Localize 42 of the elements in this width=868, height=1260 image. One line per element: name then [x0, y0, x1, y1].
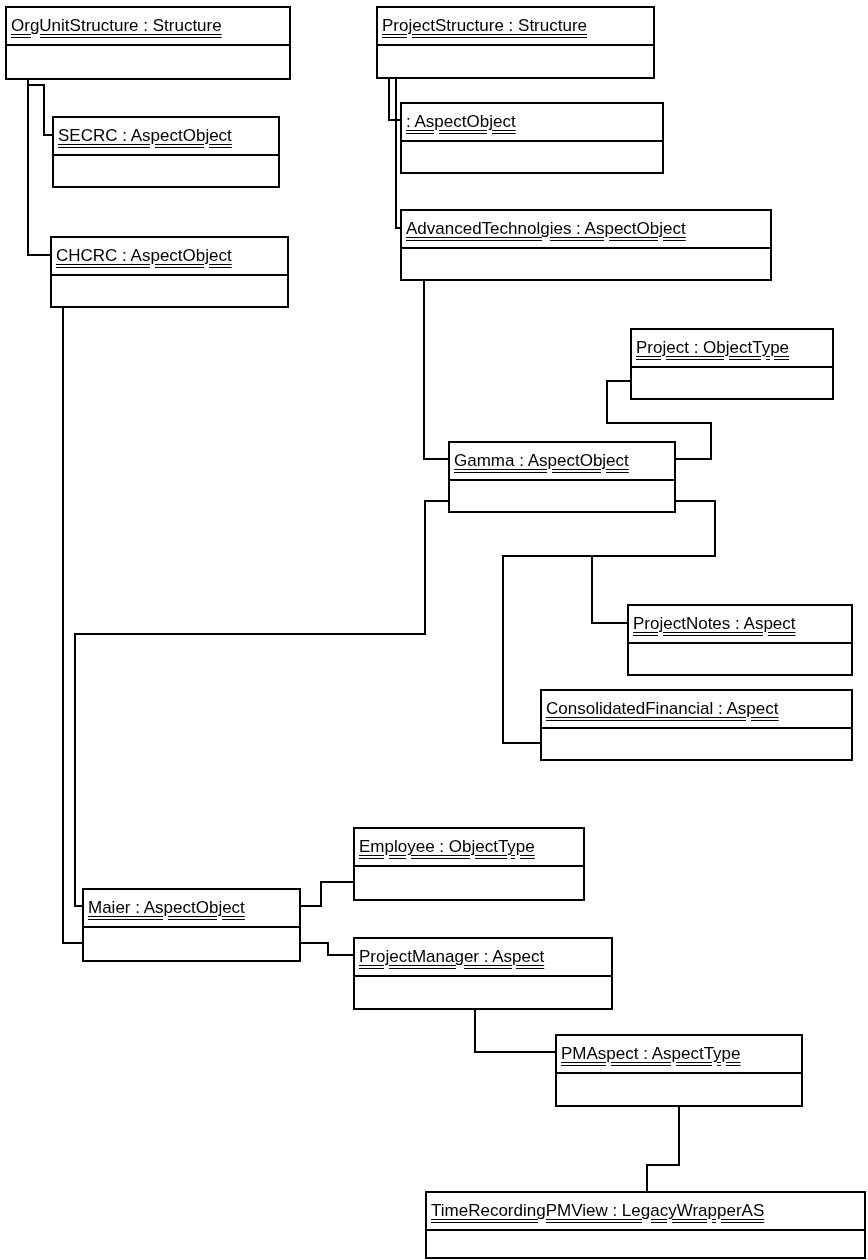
object-name: CHCRC : AspectObject — [56, 246, 232, 266]
connector-line — [474, 1009, 556, 1053]
object-name: ProjectStructure : Structure — [382, 16, 588, 36]
object-name: ConsolidatedFinancial : Aspect — [546, 699, 779, 719]
object-box — [540, 689, 853, 761]
connector-line — [388, 78, 401, 121]
object-box — [52, 116, 280, 188]
object-box — [353, 827, 585, 901]
object-box — [5, 6, 291, 80]
connector-line — [502, 500, 716, 744]
connector-line — [27, 79, 51, 256]
object-name: Maier : AspectObject — [88, 898, 245, 918]
object-box — [448, 441, 676, 513]
object-box — [353, 937, 613, 1010]
connector-line — [74, 500, 449, 907]
object-name: SECRC : AspectObject — [58, 126, 232, 146]
object-box — [627, 604, 853, 676]
object-name: ProjectNotes : Aspect — [633, 614, 796, 634]
object-box — [82, 888, 301, 962]
connector-line — [606, 380, 712, 460]
object-name: TimeRecordingPMView : LegacyWrapperAS — [431, 1201, 765, 1221]
connector-line — [300, 942, 354, 956]
object-name: ProjectManager : Aspect — [359, 947, 545, 967]
connector-line — [395, 78, 401, 229]
object-box — [400, 102, 664, 174]
object-box — [400, 209, 772, 281]
connector-line — [423, 280, 449, 460]
connector-line — [300, 881, 354, 907]
object-name: PMAspect : AspectType — [561, 1044, 741, 1064]
object-name: Gamma : AspectObject — [454, 451, 629, 471]
object-box — [425, 1191, 866, 1259]
connector-line — [646, 1106, 680, 1192]
object-name: Employee : ObjectType — [359, 837, 535, 857]
object-box — [630, 328, 834, 400]
object-name: Project : ObjectType — [636, 338, 790, 358]
connector-line — [62, 307, 83, 944]
object-box — [50, 236, 289, 308]
object-box — [555, 1034, 803, 1107]
object-box — [376, 6, 655, 79]
object-name: : AspectObject — [406, 112, 516, 132]
object-name: OrgUnitStructure : Structure — [11, 16, 222, 36]
object-name: AdvancedTechnolgies : AspectObject — [406, 219, 686, 239]
